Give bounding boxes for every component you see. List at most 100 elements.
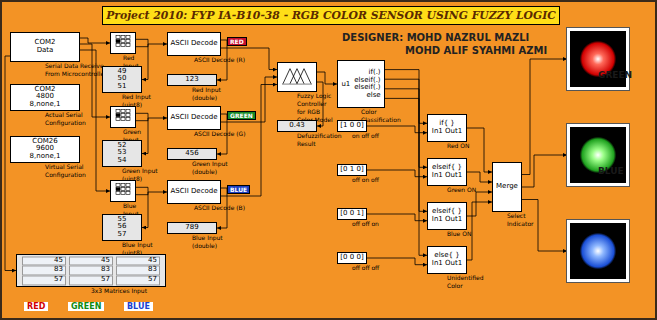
serial-receive-block: Serial Data Receive From Microcontroller… [10, 32, 80, 62]
constant-block: off off off[0 0 0] [337, 252, 367, 264]
lamp-label: BLUE [598, 166, 624, 176]
block-caption: Red Input (double) [192, 86, 221, 101]
matrix-row-label: GREEN [68, 302, 104, 311]
matrix-row-label: BLUE [124, 302, 153, 311]
block-text: elseif{ } [432, 208, 462, 216]
ascii-decode-block: ASCII Decode (R)ASCII Decode [167, 32, 221, 56]
block-text: else [366, 92, 380, 100]
block-caption: Actual Serial Configuration [45, 111, 86, 126]
matrix-row-label: RED [24, 302, 48, 311]
signal-line [80, 38, 110, 43]
block-caption: Select Indicator [507, 212, 534, 227]
constant-block: on off off[1 0 0] [337, 120, 367, 132]
block-caption: Blue Input (double) [192, 234, 223, 249]
block-caption: Green Input (double) [192, 160, 228, 175]
block-text: COM26 [32, 138, 57, 146]
block-text: 54 [118, 157, 127, 165]
signal-line [136, 44, 167, 47]
block-text: COM2 [35, 86, 56, 94]
block-text: elseif(.) [354, 76, 380, 84]
block-text: 55 [118, 216, 127, 224]
block-caption: on off off [352, 132, 379, 139]
signal-tag: BLUE [227, 185, 250, 194]
display-block: Red Input (double)123 [167, 74, 217, 86]
action-subsystem: Unidentified Colorelse{ }In1 Out1 [427, 246, 467, 274]
signal-line [367, 126, 427, 133]
block-caption: ASCII Decode (R) [194, 56, 245, 63]
block-text: 50 [118, 76, 127, 84]
block-text: 57 [116, 275, 160, 285]
block-text: 0.43 [289, 122, 305, 130]
block-caption: Red ON [447, 142, 470, 149]
block-text: 49 [118, 68, 127, 76]
constant-block: off off on[0 0 1] [337, 208, 367, 220]
block-text: 56 [118, 224, 127, 232]
block-text: 789 [185, 224, 198, 232]
block-text: Merge [496, 183, 518, 191]
selector-icon [115, 183, 131, 197]
block-text: 83 [116, 266, 160, 276]
signal-line [385, 70, 427, 124]
merge-block: Select IndicatorMerge [492, 162, 522, 212]
indicator-lamp: RED [567, 28, 629, 90]
block-text: if{ } [439, 120, 455, 128]
block-text: 45 [22, 256, 66, 266]
block-text: [1 0 0] [340, 122, 363, 130]
serial-config-block: Virtual Serial ConfigurationCOM2696008,n… [10, 136, 80, 163]
block-text: 9600 [36, 146, 54, 154]
signal-tag: GREEN [227, 111, 256, 120]
block-text: 8,none,1 [30, 153, 61, 161]
signal-line [385, 79, 427, 167]
block-text: 8,none,1 [30, 101, 61, 109]
action-subsystem: Red ONif{ }In1 Out1 [427, 114, 467, 142]
ascii-decode-block: ASCII Decode (B)ASCII Decode [167, 180, 221, 204]
signal-line [136, 118, 167, 121]
block-caption: ASCII Decode (B) [194, 204, 245, 211]
block-caption: off off off [352, 264, 379, 271]
lamp-label: GREEN [598, 70, 632, 80]
block-caption: off on off [352, 176, 379, 183]
block-text: elseif{ } [432, 164, 462, 172]
title-banner: Project 2010: FYP IA-B10-38 - RGB COLOR … [102, 6, 560, 25]
block-text: 57 [118, 231, 127, 239]
selector-block: Green Input [110, 106, 136, 128]
block-text: In1 Out1 [432, 128, 462, 136]
indicator-lamp: GREEN [567, 124, 629, 186]
selector-block: Red Input [110, 32, 136, 54]
block-text: 45 [69, 256, 113, 266]
serial-config-block: Actual Serial ConfigurationCOM248008,non… [10, 84, 80, 111]
block-caption: Serial Data Receive From Microcontroller [45, 62, 107, 77]
block-caption: Defuzzification Result [297, 132, 341, 147]
block-caption: ASCII Decode (G) [194, 130, 246, 137]
block-text: 456 [185, 150, 198, 158]
display-block: Green Input (double)456 [167, 148, 217, 160]
title-text: Project 2010: FYP IA-B10-38 - RGB COLOR … [106, 9, 556, 22]
block-text: 53 [118, 150, 127, 158]
block-text: 45 [116, 256, 160, 266]
block-text: if(.) [368, 69, 380, 77]
block-text: 4800 [36, 94, 54, 102]
block-text: elseif(.) [354, 84, 380, 92]
block-caption: Fuzzy Logic Controller for RGB Color Mod… [297, 92, 333, 123]
selector-block: Blue Input [110, 180, 136, 202]
display-block: Defuzzification Result0.43 [277, 120, 317, 132]
block-text: [0 0 1] [340, 210, 363, 218]
block-text: u1 [341, 80, 350, 88]
constant-block: off on off[0 1 0] [337, 164, 367, 176]
block-text: [0 1 0] [340, 166, 363, 174]
block-text: 52 [118, 142, 127, 150]
signal-line [467, 172, 492, 182]
display-block: Red Input (uint8)495051 [102, 66, 142, 93]
block-text: Data [37, 47, 54, 55]
selector-icon [115, 35, 131, 49]
matrix-display: 3x3 Matrices Input454545838383575757 [16, 254, 166, 287]
block-caption: Blue ON [447, 230, 471, 237]
action-subsystem: Green ONelseif{ }In1 Out1 [427, 158, 467, 186]
signal-line [522, 155, 567, 187]
block-caption: Unidentified Color [447, 274, 483, 289]
block-text: ASCII Decode [170, 40, 217, 48]
signal-line [385, 89, 427, 212]
block-text: In1 Out1 [432, 172, 462, 180]
signal-tag: RED [227, 37, 247, 46]
